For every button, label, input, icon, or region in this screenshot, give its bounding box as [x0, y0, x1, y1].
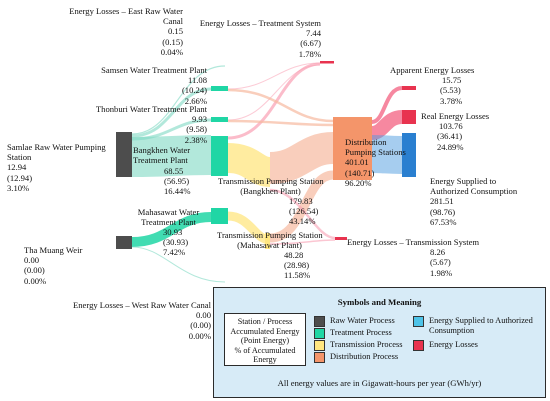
- node-thonburi: [211, 117, 228, 122]
- flow-tp-mahasawat-to-distribution: [269, 170, 334, 243]
- label-apparent-loss: Apparent Energy Losses 15.75 (5.53) 3.78…: [390, 65, 475, 106]
- legend-losses: Energy Losses: [429, 340, 478, 349]
- flow-distribution-to-real-loss: [370, 110, 403, 140]
- label-distribution: Distribution Pumping Stations 401.01 (14…: [345, 137, 406, 188]
- flow-samsen-to-distribution: [227, 88, 334, 123]
- label-tp-bangkhen: Transmission Pumping Station (Bangkhen P…: [218, 176, 324, 197]
- legend-key-box: Station / Process Accumulated Energy (Po…: [224, 313, 306, 366]
- flow-samlae-to-samsen: [131, 87, 212, 138]
- label-transmission-loss: Energy Losses – Transmission System 8.26…: [347, 237, 480, 278]
- label-thonburi: Thonburi Water Treatment Plant 9.93 (9.5…: [95, 104, 207, 145]
- flow-distribution-to-supplied: [371, 135, 403, 174]
- flow-tp-to-transmission-loss: [269, 188, 336, 240]
- label-tp-mahasawat: Transmission Pumping Station (Mahasawat …: [217, 230, 323, 251]
- label-mahasawat-wtp-values: 30.93 (30.93) 7.42%: [163, 227, 189, 258]
- legend-supplied: Energy Supplied to Authorized Consumptio…: [429, 316, 533, 335]
- flow-bangkhen-to-tp-bangkhen: [226, 143, 272, 187]
- flow-samlae-to-east-loss: [131, 65, 226, 135]
- legend-footnote: All energy values are in Gigawatt-hours …: [277, 378, 482, 388]
- flow-thamuang-to-mahasawat: [131, 212, 212, 247]
- flow-thonburi-to-treatment-loss: [227, 64, 321, 121]
- legend-distribution: Distribution Process: [330, 352, 399, 361]
- node-samlae: [116, 132, 132, 177]
- legend-title: Symbols and Meaning: [337, 297, 422, 307]
- flow-tpm-to-transmission-loss: [269, 239, 336, 245]
- node-tha-muang: [116, 236, 132, 249]
- flow-samlae-to-bangkhen: [131, 135, 212, 177]
- label-west-canal-loss: Energy Losses – West Raw Water Canal 0.0…: [73, 300, 211, 341]
- swatch-losses: [413, 340, 424, 351]
- swatch-distribution: [314, 352, 325, 363]
- label-tp-mahasawat-values: 48.28 (28.98) 11.58%: [284, 250, 311, 281]
- label-supplied: Energy Supplied to Authorized Consumptio…: [430, 176, 518, 227]
- label-treatment-loss: Energy Losses – Treatment System 7.44 (6…: [199, 18, 321, 59]
- label-bangkhen-values: 68.55 (56.95) 16.44%: [164, 166, 191, 197]
- legend-box: Symbols and Meaning Station / Process Ac…: [213, 287, 546, 398]
- label-mahasawat-wtp: Mahasawat Water Treatment Plant: [137, 207, 200, 228]
- label-samlae: Samlae Raw Water Pumping Station 12.94 (…: [7, 142, 106, 193]
- flow-tp-bangkhen-to-distribution: [268, 132, 335, 184]
- node-mahasawat-wtp: [211, 208, 228, 224]
- legend-raw: Raw Water Process: [330, 316, 395, 325]
- label-bangkhen: Bangkhen Water Treatment Plant: [133, 145, 191, 166]
- node-treatment-loss: [320, 61, 334, 64]
- swatch-transmission: [314, 340, 325, 351]
- node-samsen: [211, 86, 228, 91]
- node-tp-mahasawat: [265, 233, 270, 249]
- swatch-treatment: [314, 328, 325, 339]
- swatch-raw: [314, 316, 325, 327]
- node-apparent-loss: [402, 86, 416, 90]
- flow-distribution-to-apparent-loss: [371, 86, 403, 124]
- flow-thonburi-to-distribution: [227, 119, 334, 127]
- legend-transmission: Transmission Process: [330, 340, 403, 349]
- node-transmission-loss: [335, 237, 347, 240]
- node-bangkhen: [211, 136, 228, 176]
- swatch-supplied: [413, 316, 424, 327]
- node-supplied: [402, 133, 416, 177]
- label-tha-muang: Tha Muang Weir 0.00 (0.00) 0.00%: [24, 245, 83, 286]
- label-east-canal-loss: Energy Losses – East Raw Water Canal 0.1…: [69, 6, 183, 57]
- node-real-loss: [402, 110, 416, 124]
- flow-thamuang-to-west-loss: [131, 246, 226, 283]
- legend-treatment: Treatment Process: [330, 328, 392, 337]
- node-distribution: [333, 117, 372, 180]
- label-tp-bangkhen-values: 179.83 (126.54) 43.14%: [289, 196, 319, 227]
- label-real-loss: Real Energy Losses 103.76 (36.41) 24.89%: [421, 111, 490, 152]
- label-samsen: Samsen Water Treatment Plant 11.08 (10.2…: [101, 65, 207, 106]
- flow-samsen-to-treatment-loss: [227, 62, 321, 90]
